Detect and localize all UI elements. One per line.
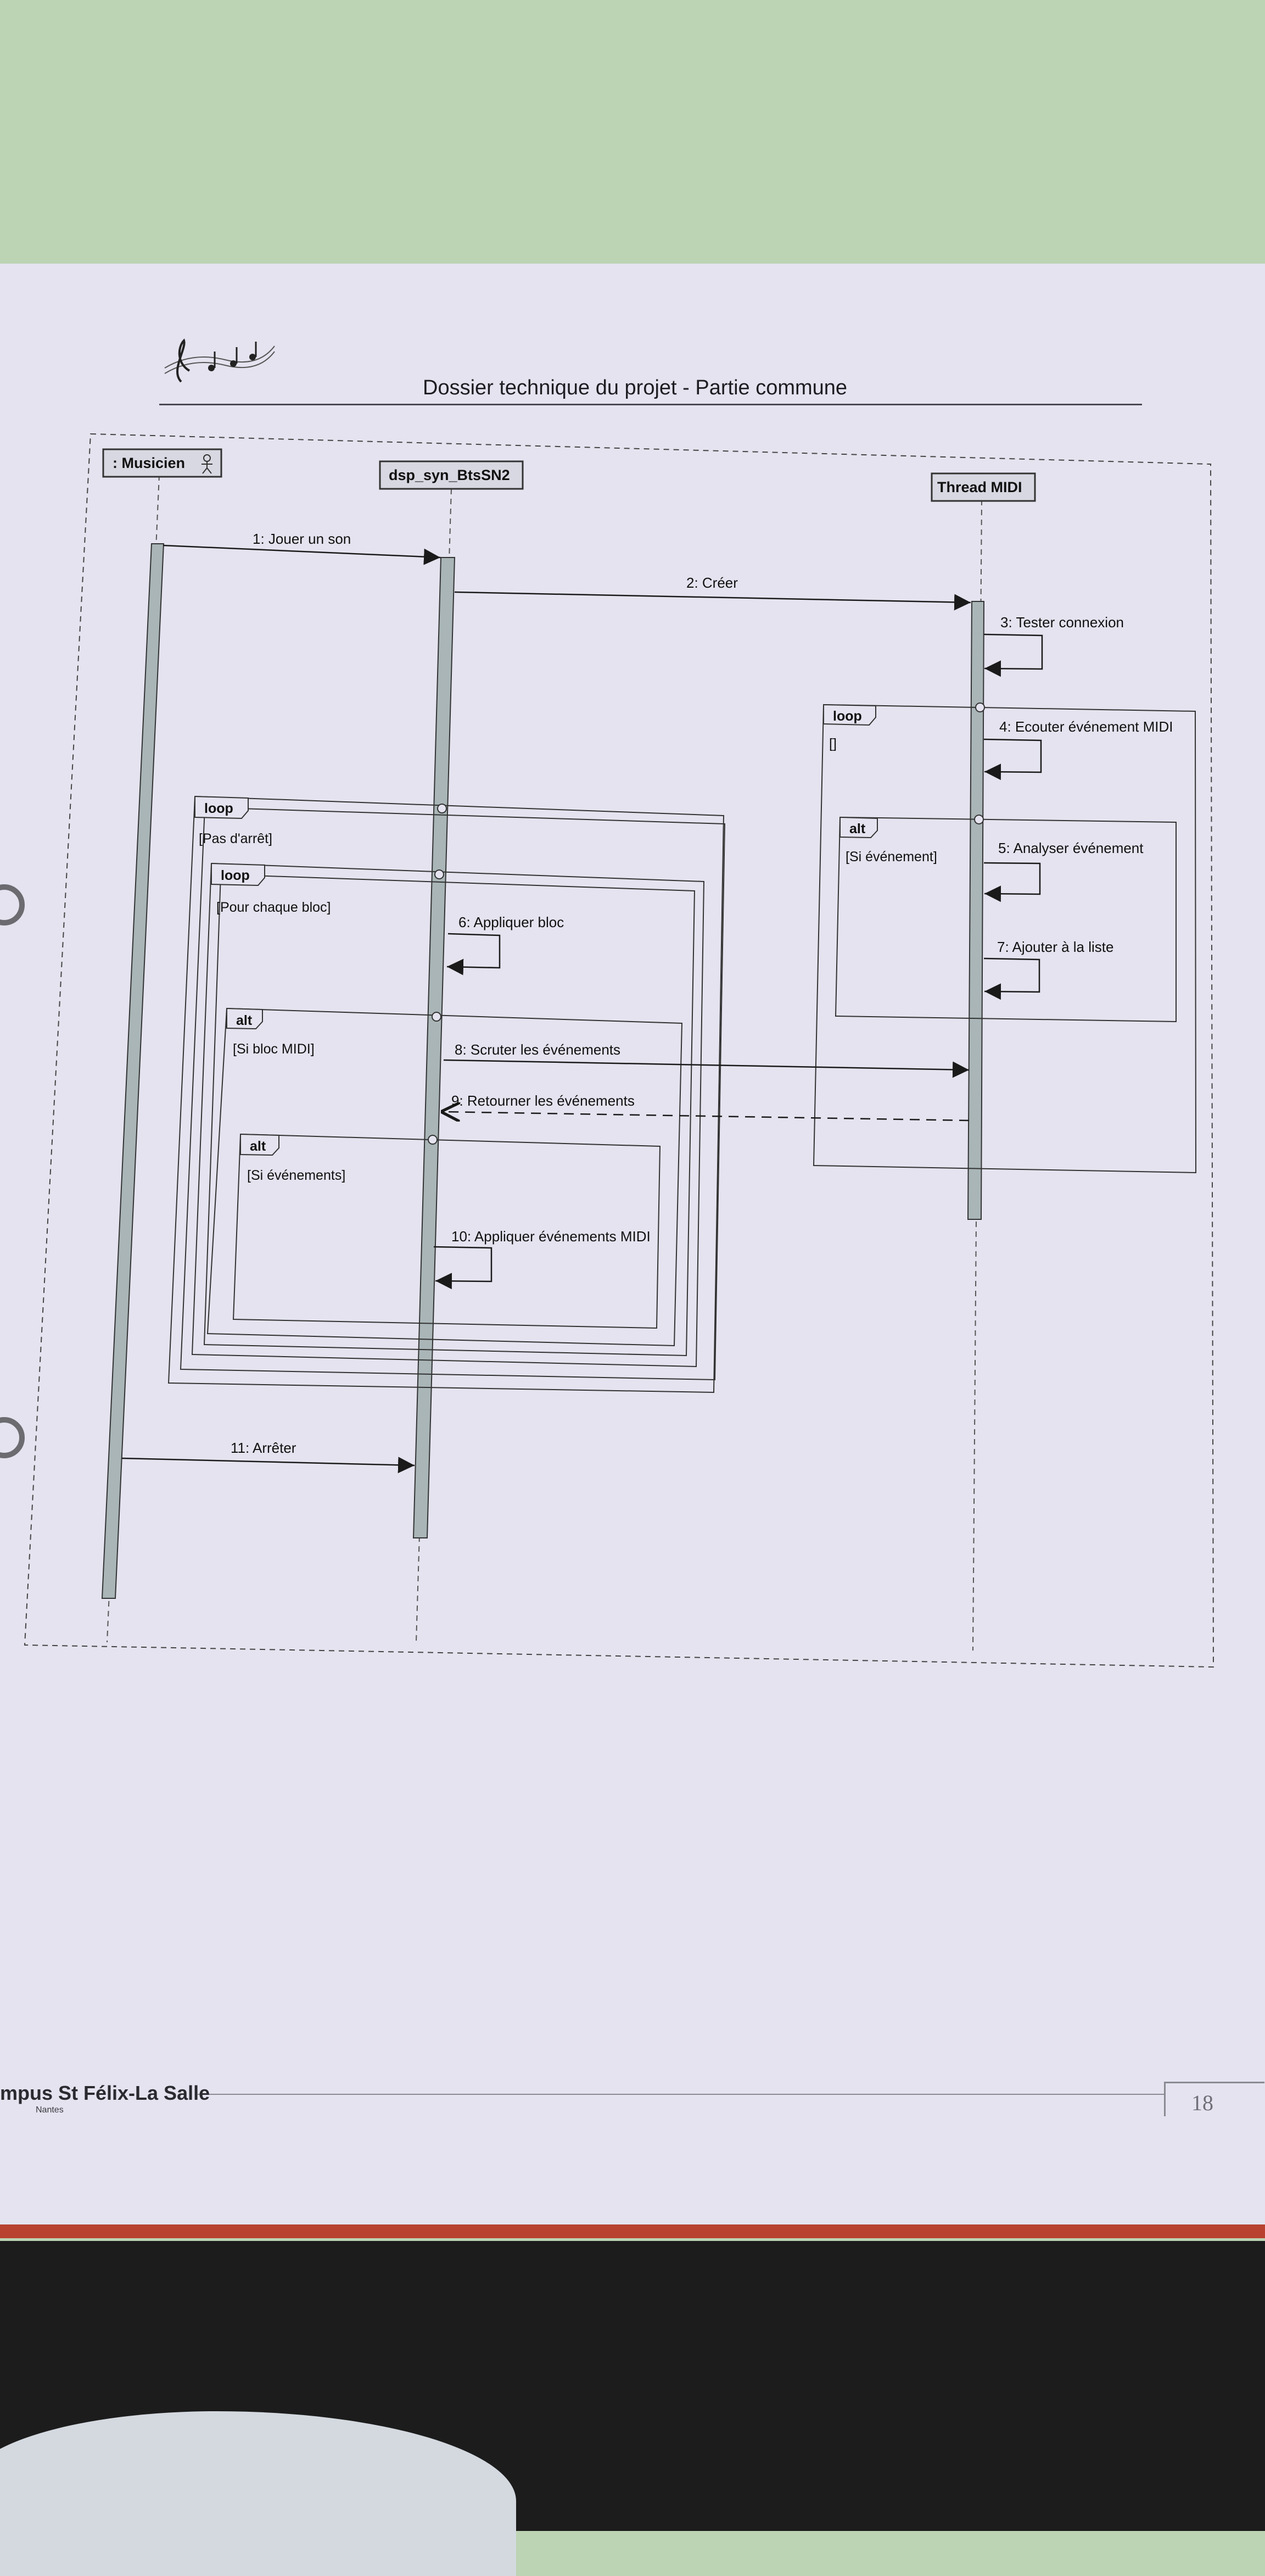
fragment-alt-si-evenements: alt [Si événements] <box>232 1133 661 1329</box>
activation-thread <box>967 601 985 1220</box>
message-5: 5: Analyser événement <box>983 840 1144 902</box>
message-label: 10: Appliquer événements MIDI <box>451 1228 651 1245</box>
fragment-kind: alt <box>849 821 866 837</box>
message-8: 8: Scruter les événements <box>443 1041 970 1078</box>
lifeline-head-thread: Thread MIDI <box>931 472 1036 502</box>
fragment-guard: [Pour chaque bloc] <box>216 900 331 915</box>
message-9: 9: Retourner les événements <box>441 1092 970 1120</box>
activation-musicien <box>101 543 165 1599</box>
message-label: 8: Scruter les événements <box>455 1041 620 1058</box>
page-number-box <box>1164 2082 1264 2116</box>
page-title: Dossier technique du projet - Partie com… <box>423 376 848 399</box>
message-11: 11: Arrêter <box>121 1440 415 1474</box>
message-label: 3: Tester connexion <box>1000 614 1124 631</box>
message-label: 1: Jouer un son <box>253 531 351 547</box>
lifeline-head-musicien: : Musicien <box>102 448 222 478</box>
fragment-guard: [Pas d'arrêt] <box>199 831 272 846</box>
message-3: 3: Tester connexion <box>983 614 1124 677</box>
fragment-loop-pour-chaque-bloc: loop [Pour chaque bloc] <box>191 862 705 1368</box>
message-label: 7: Ajouter à la liste <box>997 939 1113 955</box>
message-1: 1: Jouer un son <box>163 531 441 565</box>
actor-icon <box>201 454 212 474</box>
document-page: Dossier technique du projet - Partie com… <box>0 264 1265 2224</box>
fragment-kind: loop <box>204 801 233 816</box>
fragment-guard: [Si événement] <box>846 849 937 865</box>
message-6: 6: Appliquer bloc <box>446 914 564 975</box>
message-4: 4: Ecouter événement MIDI <box>983 718 1173 780</box>
diagram-frame <box>24 433 1214 1668</box>
lifeline-head-dsp: dsp_syn_BtsSN2 <box>379 460 524 490</box>
fragment-alt-si-bloc-midi: alt [Si bloc MIDI] <box>206 1007 683 1347</box>
lifeline-label: : Musicien <box>113 455 185 471</box>
fragment-kind: alt <box>236 1013 253 1028</box>
fragment-guard: [Si événements] <box>247 1168 345 1183</box>
message-10: 10: Appliquer événements MIDI <box>433 1228 651 1290</box>
activation-dsp <box>412 557 456 1538</box>
music-notes-icon <box>164 338 275 383</box>
message-label: 11: Arrêter <box>231 1440 296 1456</box>
gate-markers <box>428 702 985 1145</box>
fragment-kind: alt <box>250 1139 266 1154</box>
fragment-kind: loop <box>833 709 862 724</box>
fragment-loop-pas-d-arret: loop [Pas d'arrêt] <box>167 795 726 1393</box>
message-7: 7: Ajouter à la liste <box>983 939 1113 1000</box>
fragment-loop-thread: loop [] <box>813 704 1197 1174</box>
fragment-guard: [] <box>829 736 837 751</box>
message-label: 6: Appliquer bloc <box>458 914 564 930</box>
binder-ring-icon <box>0 884 25 925</box>
message-2: 2: Créer <box>454 575 971 611</box>
school-logo: mpus St Félix-La Salle <box>0 2082 210 2104</box>
message-label: 5: Analyser événement <box>998 840 1144 856</box>
message-label: 2: Créer <box>686 575 738 591</box>
lifeline-label: Thread MIDI <box>937 479 1022 495</box>
message-label: 9: Retourner les événements <box>451 1092 635 1109</box>
fragment-guard: [Si bloc MIDI] <box>233 1041 315 1057</box>
lifeline-label: dsp_syn_BtsSN2 <box>389 467 510 483</box>
message-label: 4: Ecouter événement MIDI <box>999 718 1173 735</box>
binder-ring-icon <box>0 1417 25 1458</box>
header-divider <box>159 404 1142 405</box>
fragment-alt-si-evenement: alt [Si événement] <box>835 816 1177 1023</box>
page-number: 18 <box>1191 2090 1213 2115</box>
footer-divider <box>198 2094 1164 2095</box>
fragment-kind: loop <box>221 868 250 883</box>
school-city: Nantes <box>36 2105 64 2115</box>
